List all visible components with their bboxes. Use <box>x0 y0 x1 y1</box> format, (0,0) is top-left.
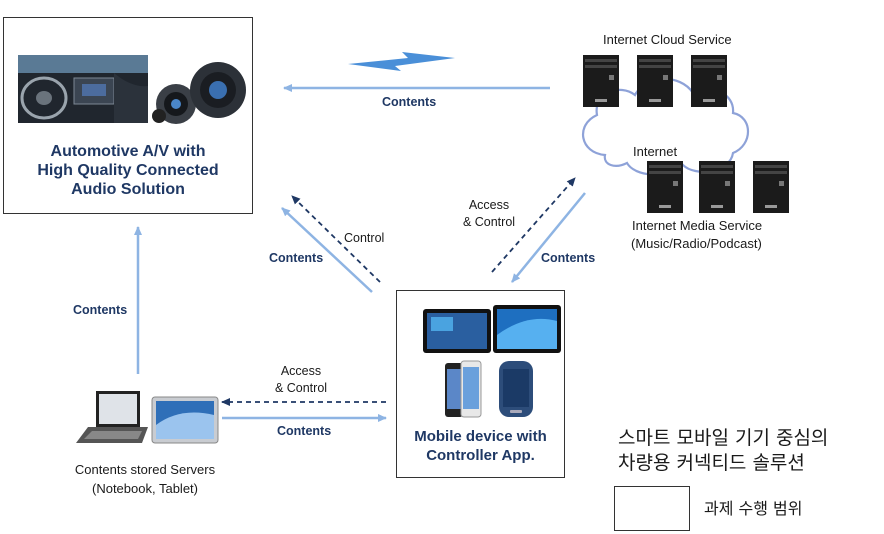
contents-bottom-label: Contents <box>277 424 332 438</box>
media-servers-icon <box>647 161 789 213</box>
automotive-title-line1: Automotive A/V with <box>50 143 206 160</box>
mobile-box: Mobile device with Controller App. <box>396 290 565 478</box>
legend-box <box>614 486 690 531</box>
cloud-servers-icon <box>583 55 727 107</box>
contents-right-label: Contents <box>541 251 596 265</box>
access-control-top-label-2: & Control <box>462 215 516 229</box>
legend-box-label: 과제 수행 범위 <box>704 499 803 518</box>
automotive-title-line2: High Quality Connected <box>37 162 219 179</box>
tablet-icon <box>151 396 219 444</box>
notebook-tablet-image <box>76 391 219 444</box>
mobile-title-line2: Controller App. <box>426 447 535 464</box>
contents-arrow-cloud-to-mobile <box>511 192 586 283</box>
automotive-box: Automotive A/V with High Quality Connect… <box>3 17 253 214</box>
legend-title-line2: 차량용 커넥티드 솔루션 <box>618 452 805 474</box>
servers-label-line1: Contents stored Servers <box>74 462 216 477</box>
internet-label: Internet <box>633 144 678 159</box>
contents-arrow-mobile-to-auto <box>281 207 373 293</box>
top-contents-label: Contents <box>382 95 437 109</box>
notebook-icon <box>76 391 148 443</box>
car-audio-image <box>18 55 246 124</box>
contents-mid-label: Contents <box>269 251 324 265</box>
control-arrow-to-auto <box>291 195 381 283</box>
mobile-title-line1: Mobile device with <box>414 428 547 445</box>
access-control-arrow-to-cloud <box>491 177 576 273</box>
automotive-title-line3: Audio Solution <box>71 181 185 198</box>
mobile-devices-image <box>423 305 561 418</box>
control-label: Control <box>344 231 385 245</box>
cloud-service-label: Internet Cloud Service <box>603 32 732 47</box>
media-detail-label: (Music/Radio/Podcast) <box>631 236 762 251</box>
wireless-lightning-icon <box>348 52 455 71</box>
access-control-top-label-1: Access <box>468 198 510 212</box>
access-control-bottom-label-2: & Control <box>274 381 328 395</box>
legend-title-line1: 스마트 모바일 기기 중심의 <box>618 427 829 449</box>
internet-cloud-graphic <box>581 55 789 213</box>
media-service-label: Internet Media Service <box>632 218 763 233</box>
contents-left-label: Contents <box>73 303 128 317</box>
access-control-bottom-label-1: Access <box>280 364 322 378</box>
servers-label-line2: (Notebook, Tablet) <box>92 481 198 496</box>
